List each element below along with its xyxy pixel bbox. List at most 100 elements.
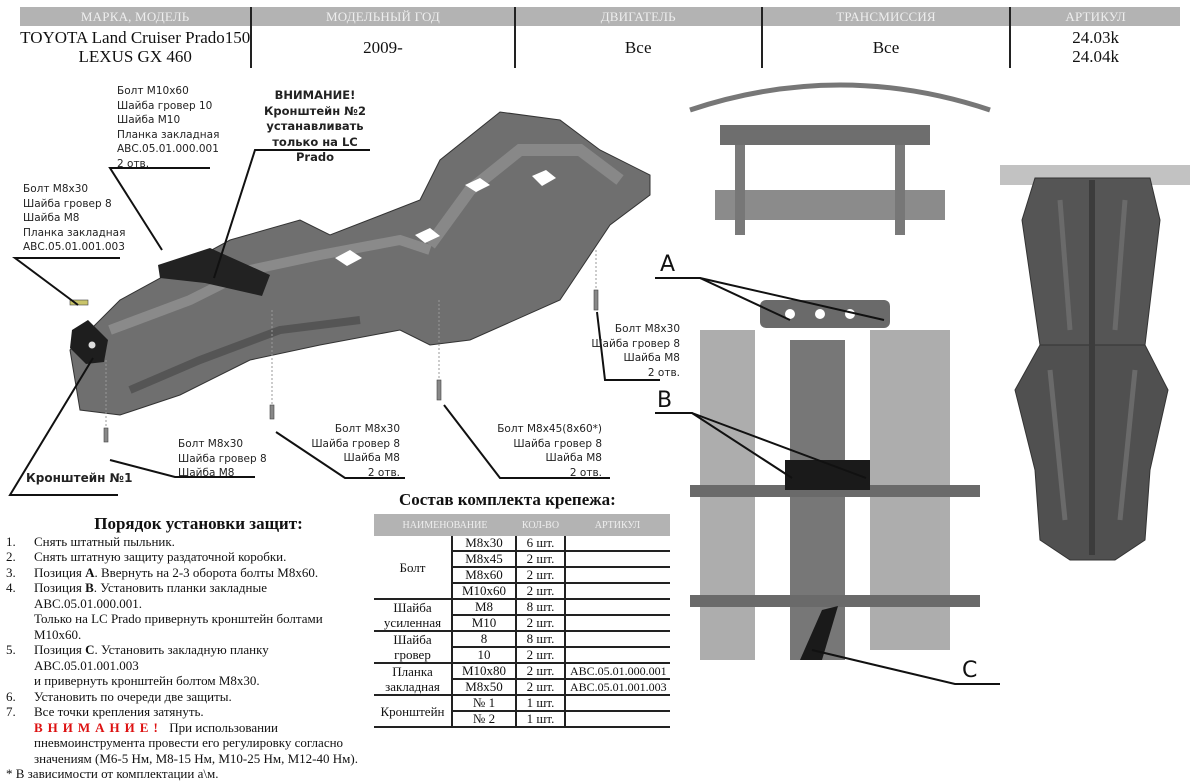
kit-col-qty: КОЛ-ВО xyxy=(516,514,565,536)
callout-line: 2 отв. xyxy=(569,466,602,479)
kit-item-qty: 2 шт. xyxy=(516,663,566,680)
step-text: Снять штатный пыльник. xyxy=(34,533,175,549)
kit-item-article xyxy=(565,615,670,632)
kit-item-article xyxy=(565,695,670,712)
kit-item-size: М8х50 xyxy=(452,679,517,696)
kit-item-name: Шайба усиленная xyxy=(374,599,453,632)
installation-instructions: Порядок установки защит: 1.Снять штатный… xyxy=(6,514,371,782)
callout-line: Шайба гровер 8 xyxy=(23,197,112,210)
warning-text: При использовании xyxy=(169,719,278,735)
callout-line: Шайба М8 xyxy=(23,212,80,224)
footnote: * В зависимости от комплектации а\м. xyxy=(6,766,219,781)
callout-bolt-m10x60: Болт М10х60 Шайба гровер 10 Шайба М10 Пл… xyxy=(117,84,219,171)
step-prefix: Позиция xyxy=(34,642,86,657)
position-label-a: A xyxy=(660,252,676,277)
warning-text: пневмоинструмента провести его регулиров… xyxy=(34,735,344,750)
step-line: . Установить планки закладные АВС.05.01.… xyxy=(34,580,267,611)
warning-line: ВНИМАНИЕ! xyxy=(274,88,356,102)
kit-col-name: НАИМЕНОВАНИЕ xyxy=(374,514,516,536)
step-number: 5. xyxy=(6,642,16,657)
step-5: 5. Позиция С. Установить закладную планку… xyxy=(6,642,371,689)
kit-item-size: М8 xyxy=(452,599,517,616)
kit-item-article: АВС.05.01.000.001 xyxy=(565,663,670,680)
callout-bolt-m8x45: Болт М8х45(8х60*) Шайба гровер 8 Шайба М… xyxy=(490,422,602,480)
assembly-guides xyxy=(105,250,597,428)
bracket-1-installed xyxy=(800,606,838,660)
callout-bolt-m8x30-middle: Болт М8х30 Шайба гровер 8 Шайба М8 2 отв… xyxy=(300,422,400,480)
bracket-2 xyxy=(158,248,270,296)
kit-item-article xyxy=(565,711,670,728)
skid-plate-exploded-view xyxy=(69,111,651,416)
warning-line: устанавливать xyxy=(266,119,364,133)
step-text: Позиция А. Ввернуть на 2-3 оборота болты… xyxy=(34,565,318,581)
underbody-scan xyxy=(689,82,991,660)
kit-item-qty: 1 шт. xyxy=(516,695,566,712)
transmission-cell: Все xyxy=(760,26,1009,68)
instructions-title: Порядок установки защит: xyxy=(94,514,303,533)
header-table: МАРКА, МОДЕЛЬ МОДЕЛЬНЫЙ ГОД ДВИГАТЕЛЬ ТР… xyxy=(20,7,1181,68)
kit-item-qty: 2 шт. xyxy=(516,551,566,568)
kit-item-qty: 2 шт. xyxy=(516,567,566,584)
callout-line: Шайба гровер 8 xyxy=(591,337,680,350)
bracket-2-installed xyxy=(785,460,870,490)
kit-item-name: Шайба гровер xyxy=(374,631,453,664)
kit-header-row: НАИМЕНОВАНИЕ КОЛ-ВО АРТИКУЛ xyxy=(374,514,670,536)
callout-line: Болт М8х30 xyxy=(23,183,89,195)
leader-lines xyxy=(8,149,1000,685)
kit-item-size: № 2 xyxy=(452,711,517,728)
kit-item-size: М10х60 xyxy=(452,583,517,600)
col-model-header: МАРКА, МОДЕЛЬ xyxy=(20,7,251,26)
article-line-1: 24.03k xyxy=(1072,28,1119,47)
step-line: . Ввернуть на 2-3 оборота болты М8х60. xyxy=(94,564,319,580)
callout-bracket-1: Кронштейн №1 xyxy=(26,471,133,485)
step-line: Все точки крепления затянуть. xyxy=(34,704,204,719)
position-ref: С xyxy=(85,642,95,657)
callout-line: Планка закладная xyxy=(117,128,220,141)
callout-bolt-m8x30-right: Болт М8х30 Шайба гровер 8 Шайба М8 2 отв… xyxy=(580,322,680,380)
callout-line: Шайба гровер 8 xyxy=(513,437,602,450)
callout-line: Шайба гровер 8 xyxy=(178,452,267,465)
callout-bolt-m8x30-plate: Болт М8х30 Шайба гровер 8 Шайба М8 Планк… xyxy=(23,182,125,255)
callout-line: Планка закладная xyxy=(23,226,126,239)
kit-item-article xyxy=(565,631,670,648)
kit-item-qty: 8 шт. xyxy=(516,631,566,648)
kit-item-article: АВС.05.01.001.003 xyxy=(565,679,670,696)
col-year-header: МОДЕЛЬНЫЙ ГОД xyxy=(250,7,514,26)
col-transmission-header: ТРАНСМИССИЯ xyxy=(760,7,1010,26)
step-3: 3. Позиция А. Ввернуть на 2-3 оборота бол… xyxy=(6,565,371,581)
kit-item-article xyxy=(565,599,670,616)
step-number: 3. xyxy=(6,564,16,580)
step-text: Позиция С. Установить закладную планку А… xyxy=(34,642,371,689)
step-number: 6. xyxy=(6,688,16,704)
callout-line: Болт М10х60 xyxy=(117,85,189,97)
kit-col-article: АРТИКУЛ xyxy=(565,514,670,536)
step-1: 1.Снять штатный пыльник. xyxy=(6,534,371,550)
kit-item-qty: 2 шт. xyxy=(516,615,566,632)
col-article-header: АРТИКУЛ xyxy=(1009,7,1181,26)
step-text: Установить по очереди две защиты. xyxy=(34,688,232,704)
callout-line: Шайба гровер 10 xyxy=(117,99,213,112)
kit-item-qty: 2 шт. xyxy=(516,647,566,664)
callout-line: 2 отв. xyxy=(117,157,150,170)
kit-item-article xyxy=(565,567,670,584)
kit-item-name: Кронштейн xyxy=(374,695,453,728)
callout-line: АВС.05.01.001.003 xyxy=(23,241,125,253)
step-4: 4.Позиция В. Установить планки закладные… xyxy=(6,580,371,642)
warning-text: значениям (М6-5 Нм, М8-15 Нм, М10-25 Нм,… xyxy=(34,750,358,766)
callout-line: Болт М8х30 xyxy=(334,423,400,435)
step-line: . Установить закладную планку АВС.05.01.… xyxy=(34,642,269,673)
callout-line: АВС.05.01.000.001 xyxy=(117,143,219,155)
article-line-2: 24.04k xyxy=(1072,47,1119,66)
callout-line: Болт М8х30 xyxy=(178,438,244,450)
kit-item-qty: 2 шт. xyxy=(516,583,566,600)
year-cell: 2009- xyxy=(250,26,513,68)
fastener-kit: Состав комплекта крепежа: НАИМЕНОВАНИЕ К… xyxy=(374,490,674,728)
step-line: и привернуть кронштейн болтом М8х30. xyxy=(34,673,260,688)
